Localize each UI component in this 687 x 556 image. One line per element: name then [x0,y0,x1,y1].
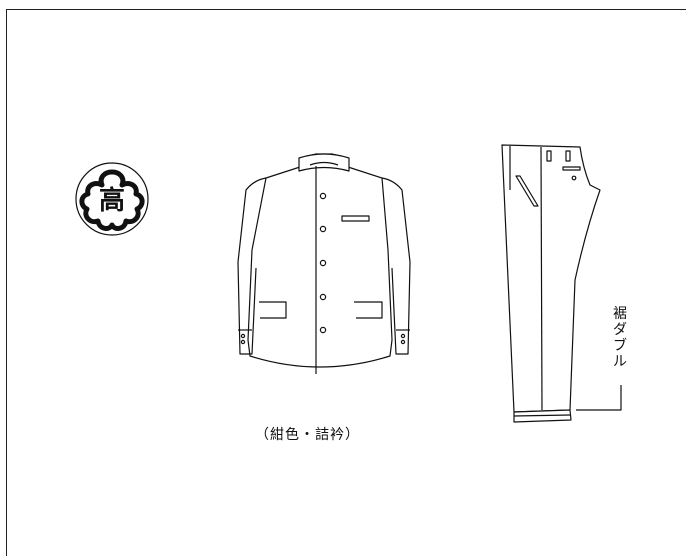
jacket-button [319,225,327,233]
page-frame [6,9,686,556]
emblem-char: 高 [99,185,125,216]
jacket-drawing [237,153,411,374]
hem-label-char: 裾 [613,306,627,322]
hem-label-char: ル [613,354,627,370]
hem-label: 裾 ダ ブ ル [610,306,630,370]
trousers-drawing [501,144,601,423]
hem-label-char: ブ [613,338,627,354]
hem-leader-line [576,385,622,411]
school-emblem-icon: 高 [75,162,149,236]
jacket-button [319,326,327,334]
jacket-button [319,259,327,267]
uniform-caption: （紺色・詰衿） [255,427,360,443]
jacket-button [319,293,327,301]
jacket-button [319,192,327,200]
hem-label-char: ダ [613,322,627,338]
